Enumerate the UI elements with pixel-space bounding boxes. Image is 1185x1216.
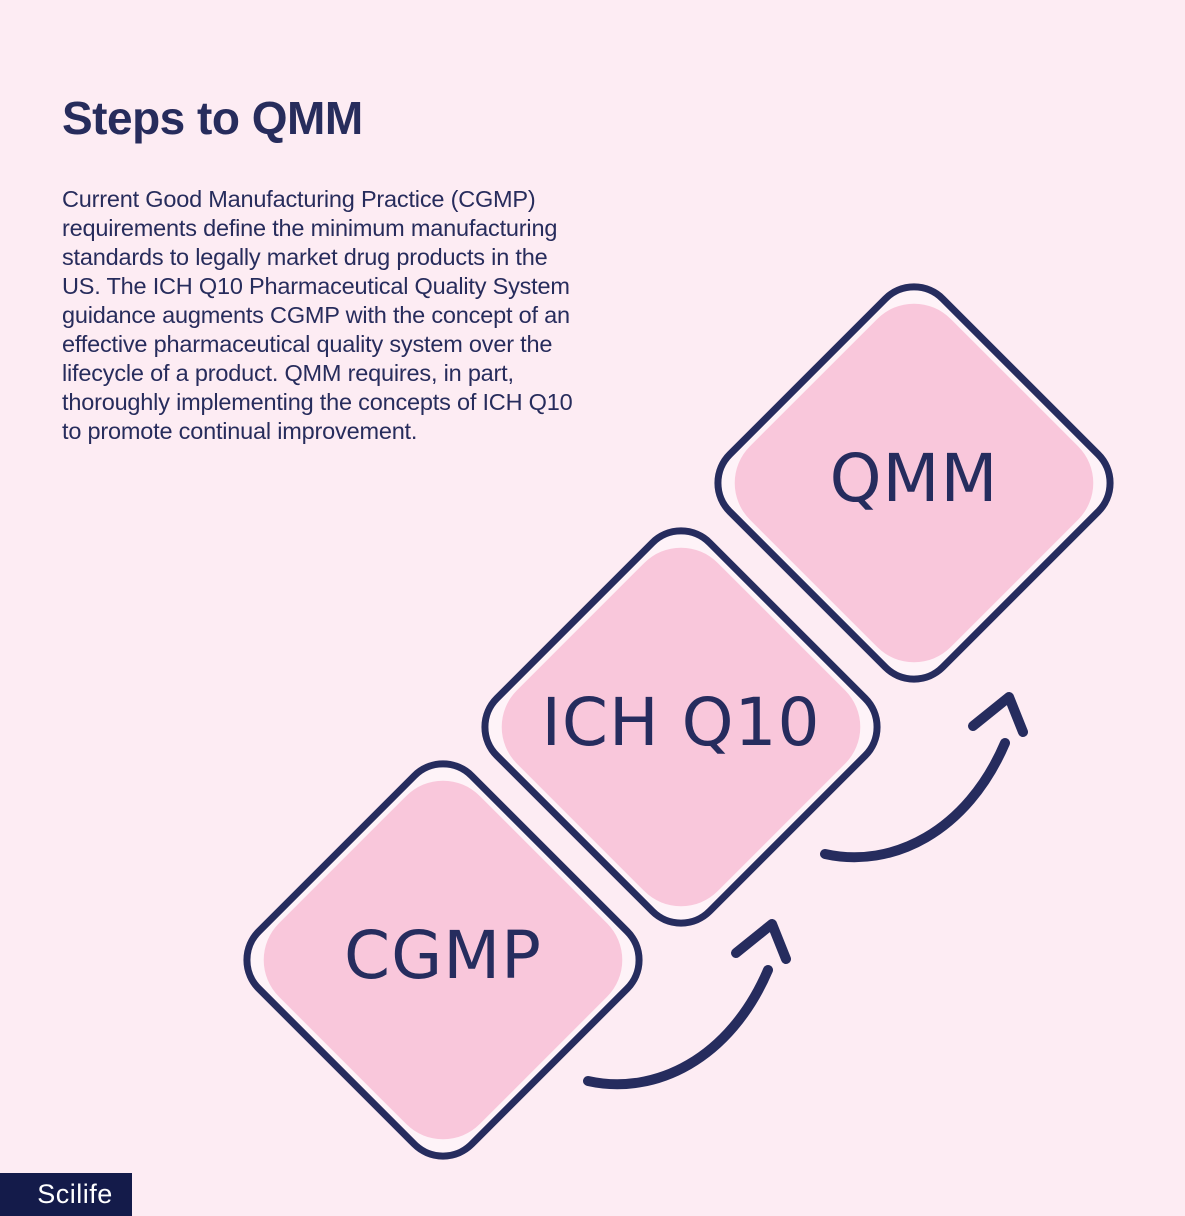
- intro-paragraph: Current Good Manufacturing Practice (CGM…: [62, 185, 702, 446]
- intro-line: effective pharmaceutical quality system …: [62, 331, 553, 357]
- intro-line: thoroughly implementing the concepts of …: [62, 389, 573, 415]
- curved-up-arrow-icon: [817, 688, 1032, 868]
- intro-line: Current Good Manufacturing Practice (CGM…: [62, 186, 536, 212]
- curved-up-arrow-icon: [580, 915, 795, 1095]
- intro-line: US. The ICH Q10 Pharmaceutical Quality S…: [62, 273, 570, 299]
- intro-line: to promote continual improvement.: [62, 418, 418, 444]
- intro-line: lifecycle of a product. QMM requires, in…: [62, 360, 514, 386]
- intro-line: standards to legally market drug product…: [62, 244, 548, 270]
- intro-line: guidance augments CGMP with the concept …: [62, 302, 570, 328]
- scilife-logo: Scilife: [0, 1173, 132, 1216]
- intro-line: requirements define the minimum manufact…: [62, 215, 558, 241]
- page-title: Steps to QMM: [62, 91, 363, 144]
- step-label-qmm: QMM: [829, 439, 999, 517]
